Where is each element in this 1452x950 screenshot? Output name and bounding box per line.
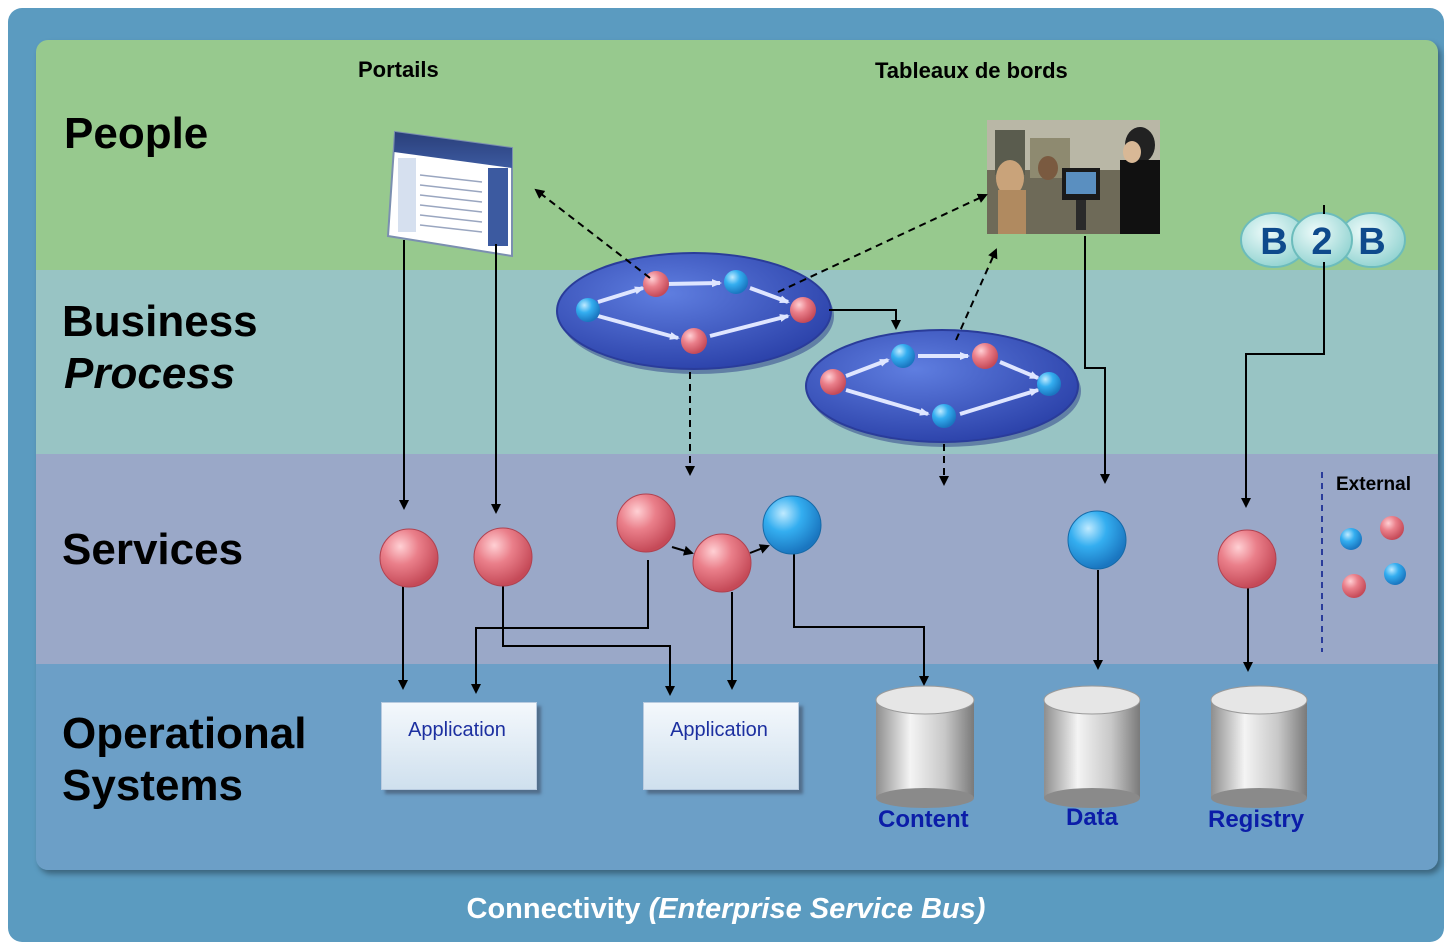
portal-screenshot-icon xyxy=(386,130,513,258)
process-node-pink xyxy=(820,369,846,395)
application-label-1: Application xyxy=(408,719,506,741)
external-node-pink xyxy=(1342,574,1366,598)
process-node-blue xyxy=(1037,372,1061,396)
database-label-registry: Registry xyxy=(1208,806,1305,833)
application-label-2: Application xyxy=(670,719,768,741)
process-ellipse-2 xyxy=(805,329,1081,447)
footer-connectivity: Connectivity (Enterprise Service Bus) xyxy=(0,893,1452,926)
database-cylinder-content xyxy=(875,685,975,808)
layer-label-services: Services xyxy=(62,525,244,574)
service-node-blue xyxy=(762,495,822,555)
external-nodes xyxy=(1340,516,1406,598)
process-node-pink xyxy=(790,297,816,323)
service-node-pink xyxy=(692,533,752,593)
database-label-content: Content xyxy=(878,806,969,833)
process-node-pink xyxy=(681,328,707,354)
service-node-pink xyxy=(473,527,533,587)
database-cylinder-data xyxy=(1043,685,1141,808)
process-node-pink xyxy=(972,343,998,369)
layer-label-business: Business xyxy=(62,297,258,346)
b2b-letter-2: 2 xyxy=(1311,221,1332,263)
service-node-pink xyxy=(616,493,676,553)
process-node-blue xyxy=(576,298,600,322)
dashed-arrows xyxy=(534,188,998,486)
layer-label-systems: Systems xyxy=(62,761,244,810)
external-label: External xyxy=(1336,474,1411,495)
dashboard-photo xyxy=(987,120,1160,234)
external-node-blue xyxy=(1340,528,1362,550)
service-node-pink xyxy=(379,528,439,588)
process-node-blue xyxy=(891,344,915,368)
external-node-pink xyxy=(1380,516,1404,540)
layer-label-process: Process xyxy=(64,349,236,398)
service-node-pink xyxy=(1217,529,1277,589)
b2b-letter-3: B xyxy=(1358,221,1385,263)
people-band xyxy=(36,40,1438,270)
footer-main: Connectivity xyxy=(466,893,641,925)
application-box-1: Application xyxy=(381,702,537,790)
process-node-blue xyxy=(724,270,748,294)
external-node-blue xyxy=(1384,563,1406,585)
b2b-badge xyxy=(1240,212,1406,268)
database-cylinder-registry xyxy=(1210,685,1308,808)
solid-connectors xyxy=(398,205,1325,696)
header-portals: Portails xyxy=(358,57,439,82)
footer-sub: (Enterprise Service Bus) xyxy=(648,893,986,925)
service-node-blue xyxy=(1067,510,1127,570)
process-node-blue xyxy=(932,404,956,428)
b2b-letter-1: B xyxy=(1260,221,1287,263)
layer-label-people: People xyxy=(64,109,209,158)
process-node-group xyxy=(576,270,1061,428)
header-dashboards: Tableaux de bords xyxy=(875,58,1068,83)
database-label-data: Data xyxy=(1066,804,1119,831)
service-nodes xyxy=(379,493,1277,593)
layer-label-operational: Operational xyxy=(62,709,307,758)
application-box-2: Application xyxy=(643,702,799,790)
